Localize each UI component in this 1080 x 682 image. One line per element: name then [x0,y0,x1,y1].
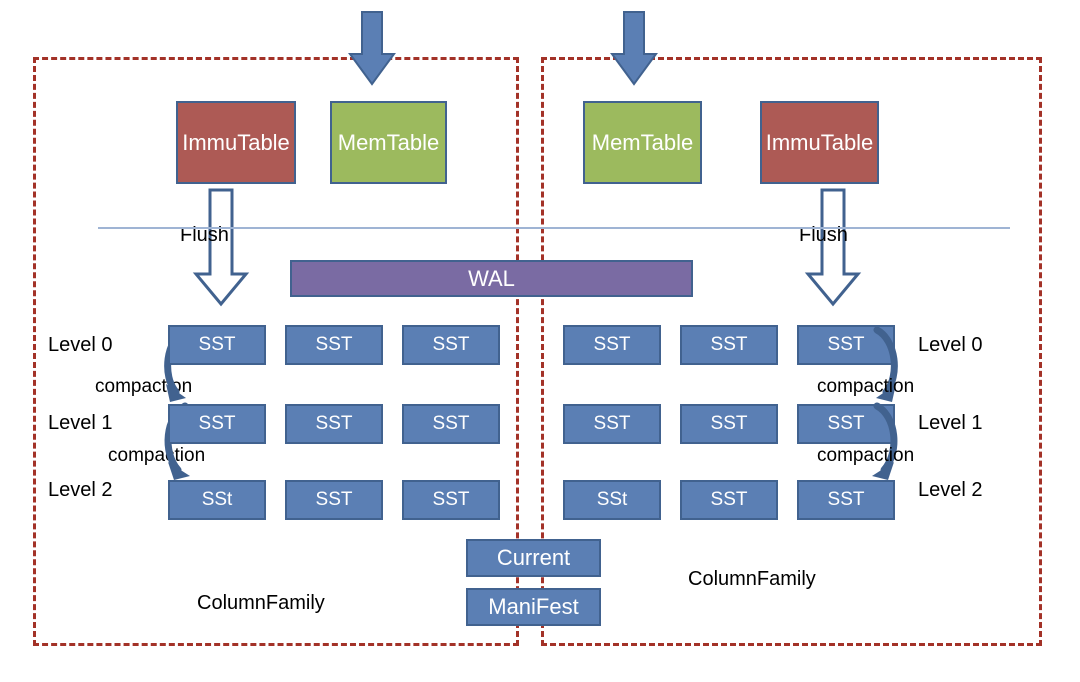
sst-label: SST [710,334,748,356]
sst-label: SSt [201,489,233,511]
right-sst-l2-0[interactable]: SSt [563,480,661,520]
right-write-arrow-icon [610,11,658,86]
left-sst-l1-0[interactable]: SST [168,404,266,444]
left-immutable-box[interactable]: ImmuTable [176,101,296,184]
left-sst-l1-1[interactable]: SST [285,404,383,444]
right-column-family-caption: ColumnFamily [688,568,816,590]
left-flush-arrow-icon [192,188,250,307]
wal-box[interactable]: WAL [290,260,693,297]
right-flush-label: Flush [799,224,848,246]
left-sst-l0-1[interactable]: SST [285,325,383,365]
right-immutable-label: ImmuTable [765,129,874,155]
sst-label: SST [432,334,470,356]
left-sst-l2-1[interactable]: SST [285,480,383,520]
left-level-2-label: Level 2 [48,479,113,501]
sst-label: SST [710,489,748,511]
left-compaction-label-1: compaction [108,445,206,466]
right-sst-l2-2[interactable]: SST [797,480,895,520]
wal-label: WAL [468,265,515,291]
sst-label: SST [827,334,865,356]
sst-label: SST [710,413,748,435]
right-sst-l0-1[interactable]: SST [680,325,778,365]
right-memtable-label: MemTable [591,129,694,155]
left-memtable-box[interactable]: MemTable [330,101,447,184]
left-sst-l0-2[interactable]: SST [402,325,500,365]
right-sst-l1-1[interactable]: SST [680,404,778,444]
right-sst-l0-0[interactable]: SST [563,325,661,365]
sst-label: SST [198,413,236,435]
right-sst-l1-0[interactable]: SST [563,404,661,444]
right-compaction-label-0: compaction [817,376,915,397]
sst-label: SSt [596,489,628,511]
left-immutable-label: ImmuTable [182,129,290,155]
sst-label: SST [593,413,631,435]
right-column-family-frame [541,57,1042,646]
right-immutable-box[interactable]: ImmuTable [760,101,879,184]
sst-label: SST [315,489,353,511]
right-compaction-arrow-1-icon [872,402,898,480]
left-column-family-frame [33,57,519,646]
sst-label: SST [198,334,236,356]
sst-label: SST [593,334,631,356]
right-memtable-box[interactable]: MemTable [583,101,702,184]
right-sst-l1-2[interactable]: SST [797,404,895,444]
sst-label: SST [315,334,353,356]
sst-label: SST [315,413,353,435]
right-level-0-label: Level 0 [918,334,983,356]
right-level-2-label: Level 2 [918,479,983,501]
left-sst-l2-2[interactable]: SST [402,480,500,520]
current-label: Current [496,545,571,571]
current-box[interactable]: Current [466,539,601,577]
manifest-box[interactable]: ManiFest [466,588,601,626]
right-compaction-arrow-0-icon [873,326,898,402]
left-sst-l1-2[interactable]: SST [402,404,500,444]
left-level-0-label: Level 0 [48,334,113,356]
left-sst-l2-0[interactable]: SSt [168,480,266,520]
sst-label: SST [827,489,865,511]
right-compaction-label-1: compaction [817,445,915,466]
manifest-label: ManiFest [488,594,579,620]
right-flush-arrow-icon [804,188,862,307]
right-level-1-label: Level 1 [918,412,983,434]
sst-label: SST [432,489,470,511]
sst-label: SST [432,413,470,435]
left-write-arrow-icon [348,11,396,86]
left-memtable-label: MemTable [337,129,440,155]
left-sst-l0-0[interactable]: SST [168,325,266,365]
right-sst-l2-1[interactable]: SST [680,480,778,520]
memory-disk-divider [98,227,1010,229]
left-level-1-label: Level 1 [48,412,113,434]
left-flush-label: Flush [180,224,229,246]
sst-label: SST [827,413,865,435]
left-column-family-caption: ColumnFamily [197,592,325,614]
